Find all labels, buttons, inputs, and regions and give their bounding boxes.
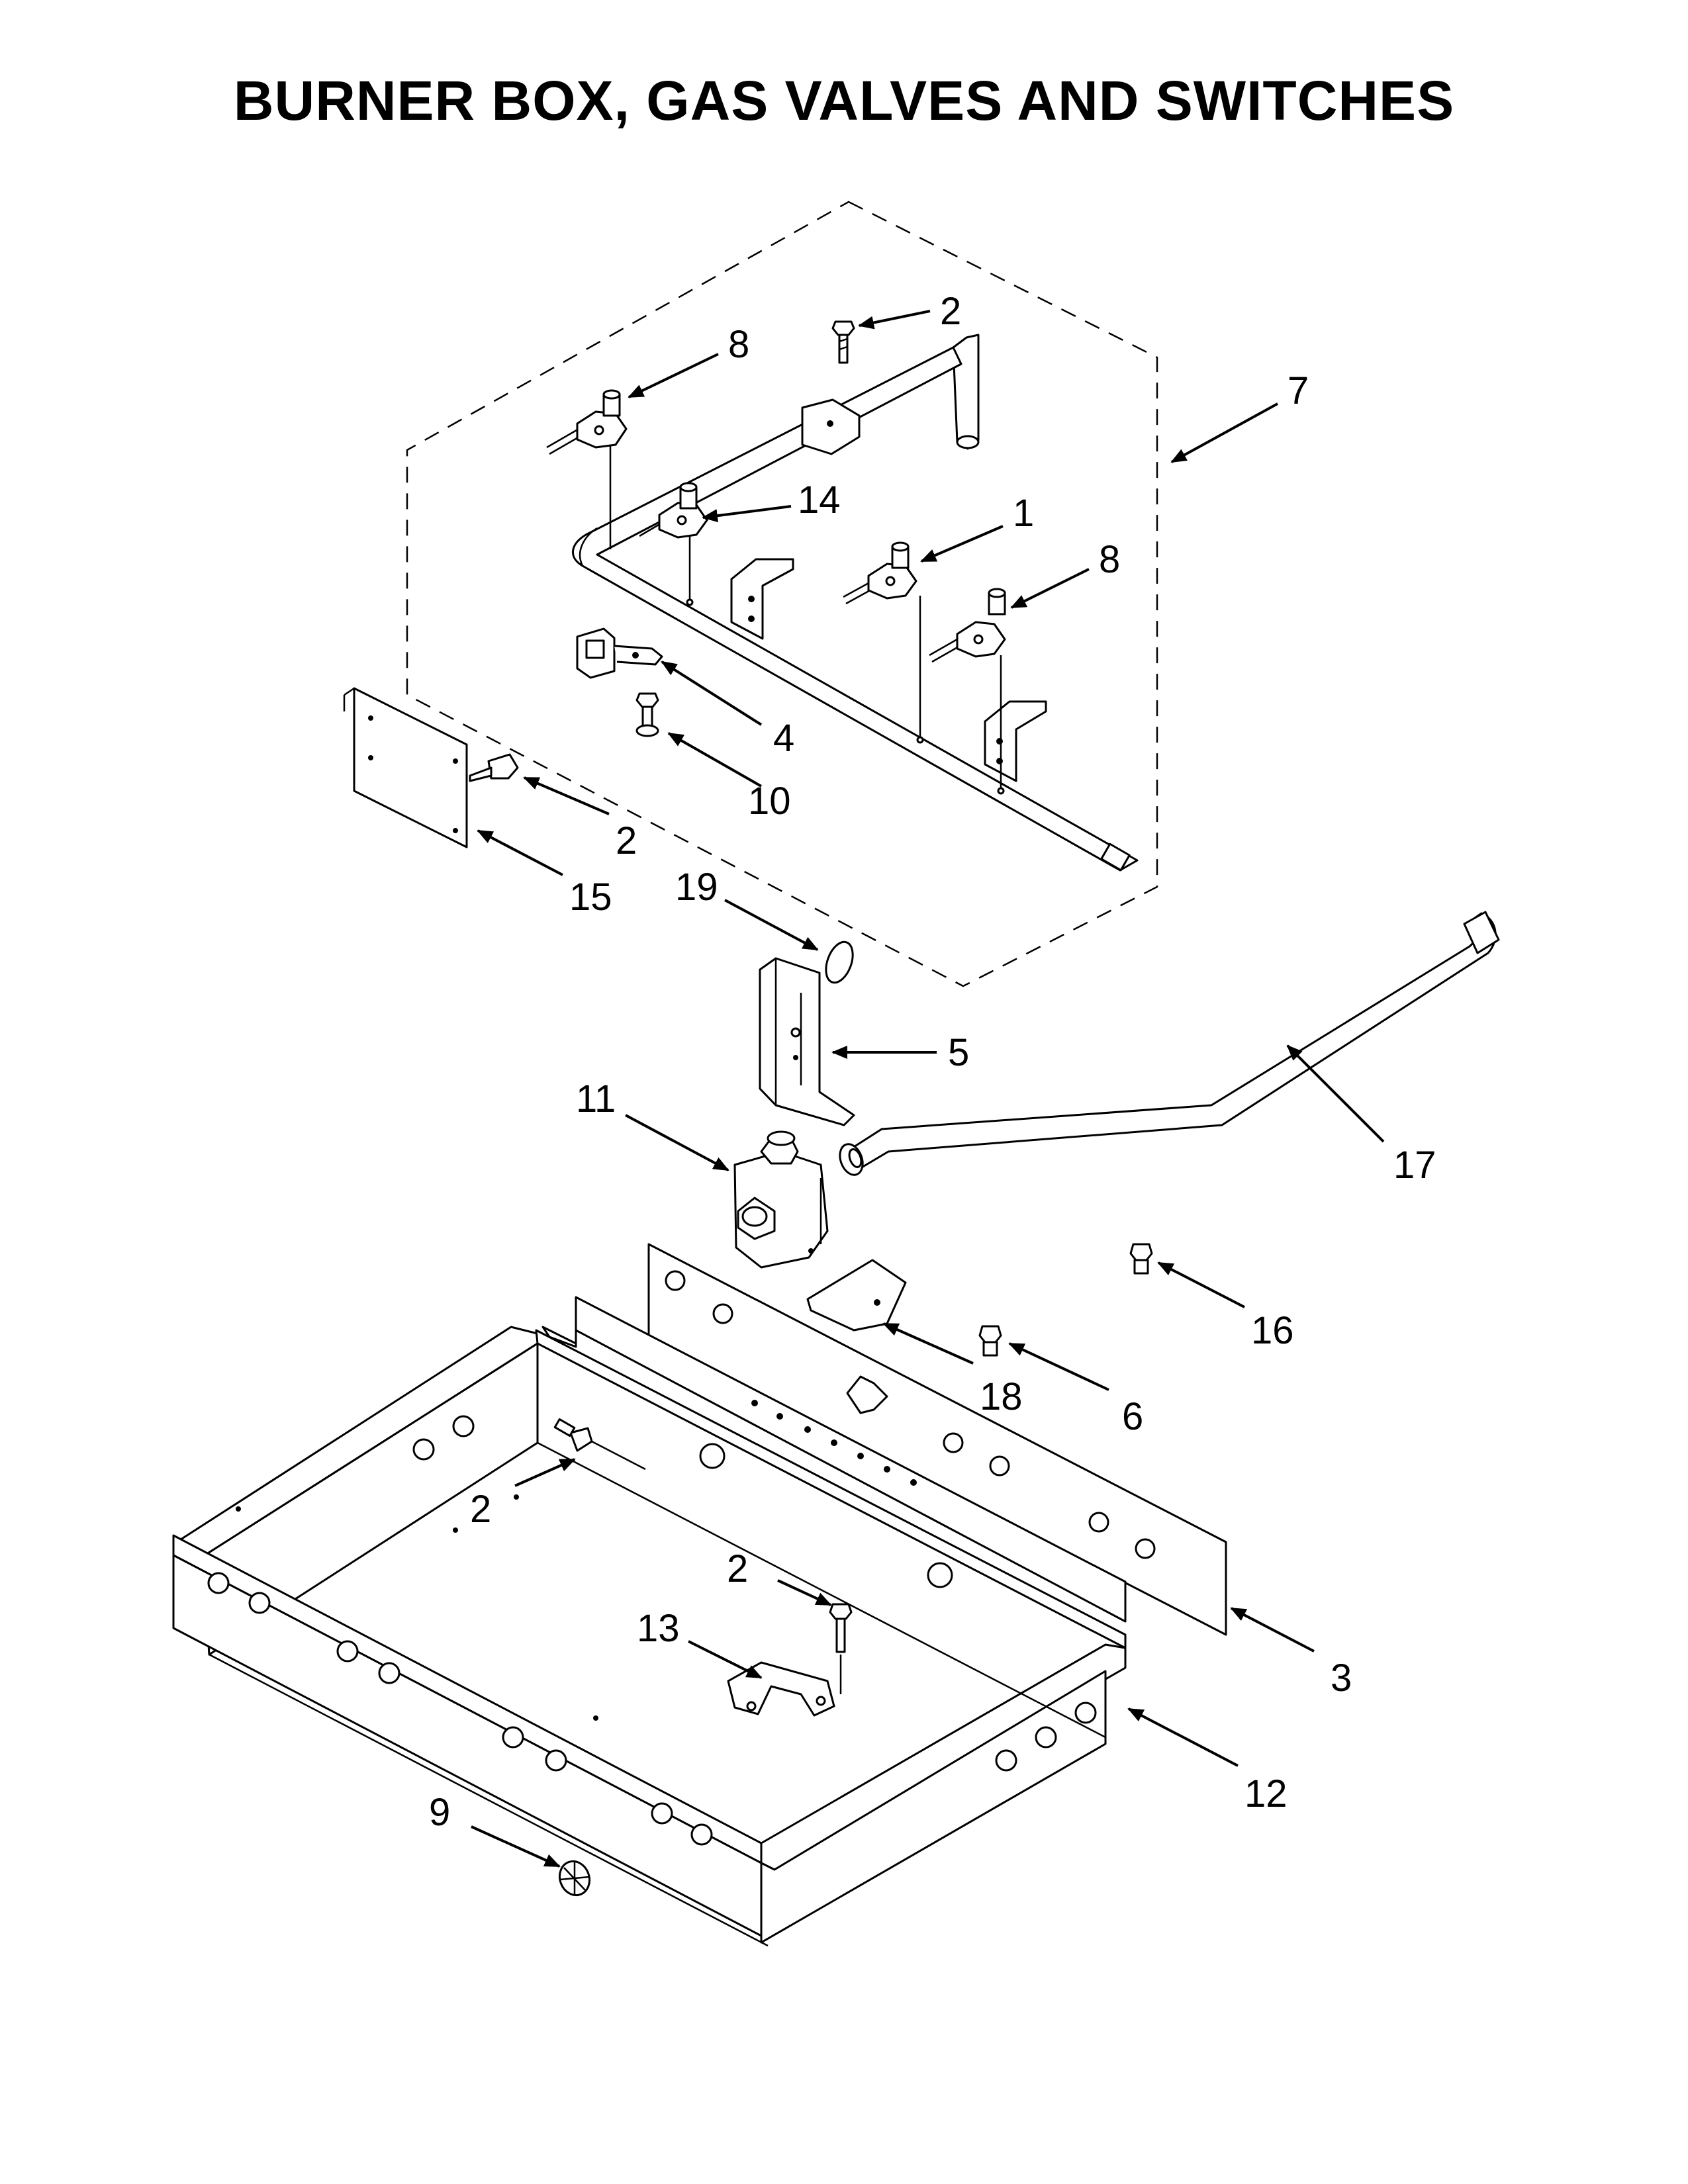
callout-11: 11 xyxy=(576,1077,616,1120)
callout-1: 1 xyxy=(1013,492,1034,535)
washer-19 xyxy=(825,940,854,984)
switch-bracket-4 xyxy=(576,627,663,679)
leader-18 xyxy=(882,1322,974,1365)
gas-pipe-17 xyxy=(839,911,1500,1176)
gas-valve-upper-left xyxy=(546,389,628,549)
callout-9: 9 xyxy=(429,1791,450,1834)
mounting-bracket xyxy=(984,700,1047,782)
leader-1 xyxy=(920,525,1004,563)
leader-lines xyxy=(471,310,1385,1868)
leader-10 xyxy=(667,732,762,788)
leader-17 xyxy=(1286,1044,1385,1143)
callout-15: 15 xyxy=(569,876,612,919)
leader-12 xyxy=(1127,1707,1239,1767)
callout-19: 19 xyxy=(675,866,718,909)
screw-10 xyxy=(635,692,659,737)
manifold-pipe xyxy=(571,334,1139,872)
callout-2-bracket: 2 xyxy=(727,1547,748,1590)
callout-2-top: 2 xyxy=(940,290,961,333)
leader-2-box xyxy=(514,1458,576,1487)
mounting-bracket xyxy=(801,398,861,455)
cover-plate-15 xyxy=(343,687,468,848)
callout-18: 18 xyxy=(980,1375,1023,1418)
leader-4 xyxy=(661,660,763,726)
leader-2-top xyxy=(858,310,931,330)
leader-14 xyxy=(702,505,792,523)
leader-3 xyxy=(1230,1607,1315,1653)
screw-2-cover xyxy=(469,753,519,782)
callout-16: 16 xyxy=(1251,1309,1294,1352)
leader-13 xyxy=(688,1640,763,1679)
page-title: BURNER BOX, GAS VALVES AND SWITCHES xyxy=(233,69,1455,132)
regulator-11 xyxy=(733,1130,829,1269)
callout-2-box: 2 xyxy=(470,1488,491,1531)
leader-11 xyxy=(625,1114,729,1171)
screw-2-box xyxy=(553,1418,646,1471)
callout-8-right: 8 xyxy=(1099,538,1120,581)
callout-5: 5 xyxy=(948,1031,969,1074)
callout-6: 6 xyxy=(1122,1395,1143,1438)
gas-valve-right-8 xyxy=(929,588,1006,795)
gas-valve-center xyxy=(639,482,708,606)
callout-7: 7 xyxy=(1288,369,1309,412)
bracket-5 xyxy=(759,957,855,1126)
callout-3: 3 xyxy=(1331,1657,1352,1700)
leader-7 xyxy=(1170,402,1278,463)
callout-10: 10 xyxy=(748,780,791,823)
assembly-7-dashed-outline xyxy=(406,201,1158,987)
panel-3 xyxy=(647,1243,1227,1636)
leader-2-bracket xyxy=(777,1579,832,1606)
fitting-16 xyxy=(1129,1243,1153,1275)
grommet-9 xyxy=(558,1860,591,1897)
leader-8-right xyxy=(1010,568,1090,609)
callout-labels: 2 8 7 14 1 8 4 10 2 15 19 5 11 17 16 6 1… xyxy=(429,290,1436,1834)
leader-2-cover xyxy=(523,776,610,815)
callout-14: 14 xyxy=(798,478,841,522)
fitting-6 xyxy=(978,1325,1002,1357)
leader-6 xyxy=(1008,1342,1109,1391)
leader-16 xyxy=(1157,1261,1245,1308)
gas-valve-right-1 xyxy=(843,541,924,744)
callout-8-top: 8 xyxy=(728,323,749,366)
leader-15 xyxy=(477,829,563,876)
mounting-bracket xyxy=(730,558,794,640)
insulator-18 xyxy=(806,1259,907,1332)
callout-2-cover: 2 xyxy=(616,819,637,862)
leader-8-top xyxy=(628,353,719,398)
callout-17: 17 xyxy=(1393,1144,1436,1187)
burner-box-12 xyxy=(172,1296,1127,1947)
leader-9 xyxy=(471,1825,561,1868)
callout-4: 4 xyxy=(773,717,794,760)
leader-19 xyxy=(724,899,819,951)
callout-12: 12 xyxy=(1244,1772,1288,1815)
screw-2-bracket xyxy=(829,1603,853,1694)
screw-2-top xyxy=(831,320,855,364)
callout-13: 13 xyxy=(637,1607,680,1650)
